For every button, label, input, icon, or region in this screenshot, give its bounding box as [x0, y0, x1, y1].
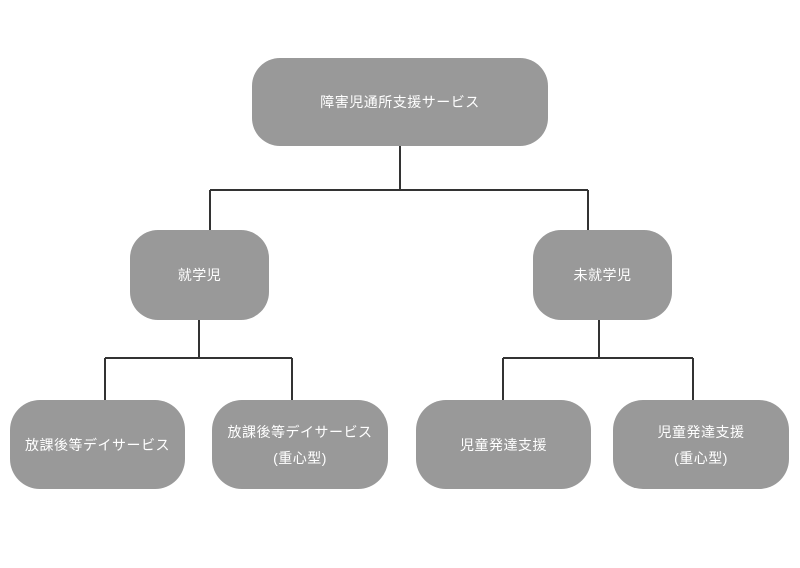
node-label: 放課後等デイサービス (重心型) [227, 423, 373, 466]
node-label: 障害児通所支援サービス [320, 94, 480, 110]
node-preschool-children: 未就学児 [533, 230, 672, 320]
connector-school-age-branch [104, 320, 293, 401]
node-label: 児童発達支援 [460, 436, 547, 453]
node-child-development-support: 児童発達支援 [416, 400, 591, 489]
node-school-age-children: 就学児 [130, 230, 269, 320]
connector-root-branch [209, 146, 589, 231]
node-disability-child-day-service: 障害児通所支援サービス [252, 58, 548, 146]
connector-preschool-branch [502, 320, 694, 401]
node-child-development-support-severe: 児童発達支援 (重心型) [613, 400, 789, 489]
node-after-school-day-service-severe: 放課後等デイサービス (重心型) [212, 400, 388, 489]
node-label: 児童発達支援 (重心型) [657, 423, 745, 466]
node-label: 就学児 [177, 267, 222, 283]
node-label: 未就学児 [573, 267, 632, 283]
node-after-school-day-service: 放課後等デイサービス [10, 400, 185, 489]
node-label: 放課後等デイサービス [25, 436, 170, 453]
